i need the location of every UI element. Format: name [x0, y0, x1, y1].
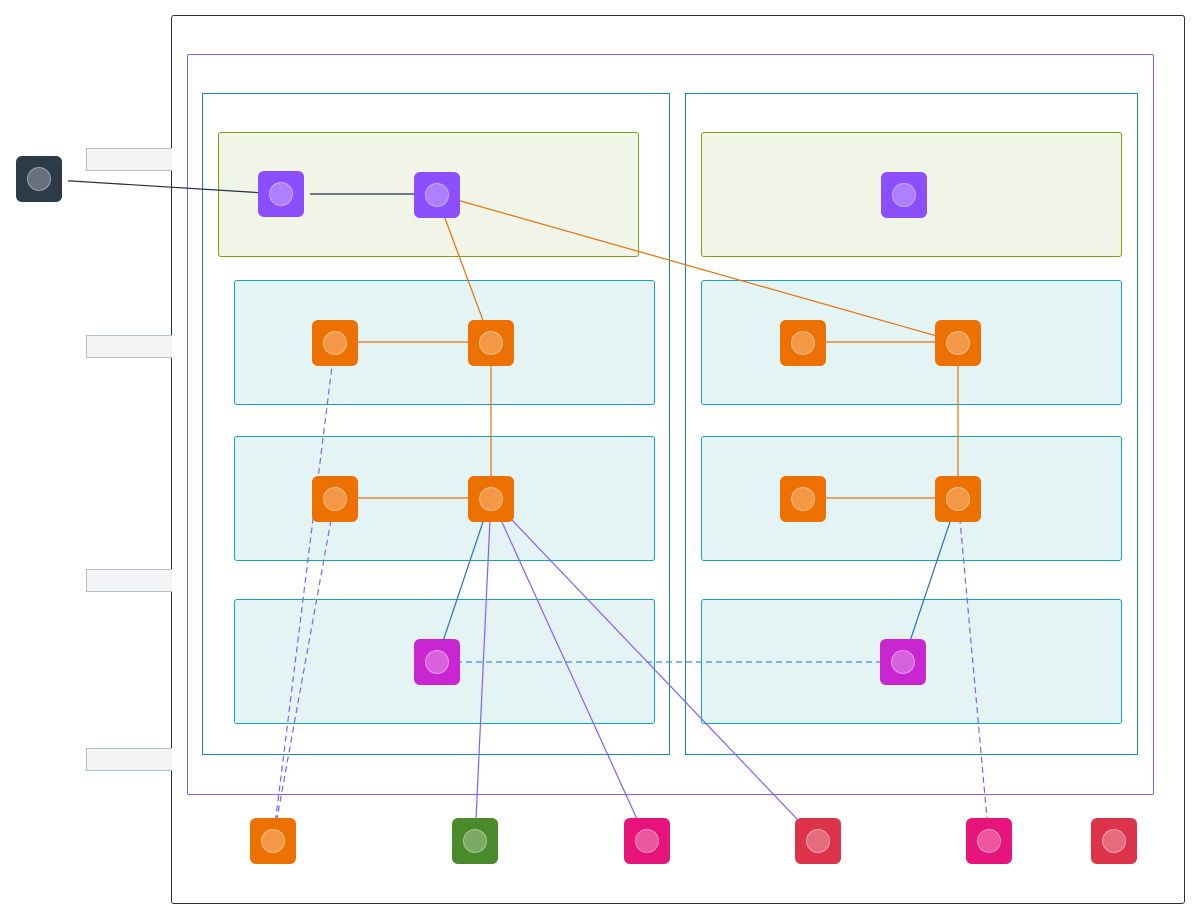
tier-tag-web [86, 148, 172, 171]
vpc-right [685, 93, 1138, 755]
security-icon[interactable] [795, 818, 841, 864]
edge-web-right-to-db [901, 497, 959, 663]
edge-web-to-monitor [490, 497, 648, 842]
load-balancer-icon[interactable] [258, 171, 310, 217]
tier-tag-app [86, 335, 172, 358]
s3-bucket-icon[interactable] [452, 818, 498, 864]
edge-web-left-to-db [434, 497, 492, 663]
edge-web-right-to-monitor [957, 497, 994, 842]
edge-web-to-security [490, 497, 819, 842]
database-icon[interactable] [414, 639, 460, 685]
ec2-instance-icon[interactable] [468, 476, 514, 522]
ec2-instance-icon[interactable] [780, 320, 826, 366]
edge-bastion-to-web [272, 497, 339, 842]
edge-lb-to-app-right [435, 193, 959, 345]
ec2-instance-icon[interactable] [935, 320, 981, 366]
edge-bastion-to-app [272, 341, 339, 842]
cloudwatch-icon[interactable] [624, 818, 670, 864]
region-boundary [187, 54, 1154, 795]
security-hub-icon[interactable] [1091, 818, 1137, 864]
load-balancer-icon[interactable] [881, 172, 927, 218]
vpc-left [202, 93, 670, 755]
ec2-instance-icon[interactable] [468, 320, 514, 366]
cloudtrail-icon[interactable] [966, 818, 1012, 864]
bastion-host-icon[interactable] [250, 818, 296, 864]
tier-tag-shared [86, 748, 172, 771]
edge-lb-to-app-left [435, 193, 493, 343]
load-balancer-icon[interactable] [414, 172, 460, 218]
edge-user-to-lb [38, 178, 282, 199]
user-icon[interactable] [16, 156, 68, 202]
ec2-instance-icon[interactable] [312, 320, 358, 366]
ec2-instance-icon[interactable] [312, 476, 358, 522]
account-boundary [171, 15, 1185, 904]
database-icon[interactable] [880, 639, 926, 685]
edge-web-to-storage [470, 497, 492, 842]
ec2-instance-icon[interactable] [935, 476, 981, 522]
tier-tag-data [86, 569, 172, 592]
ec2-instance-icon[interactable] [780, 476, 826, 522]
